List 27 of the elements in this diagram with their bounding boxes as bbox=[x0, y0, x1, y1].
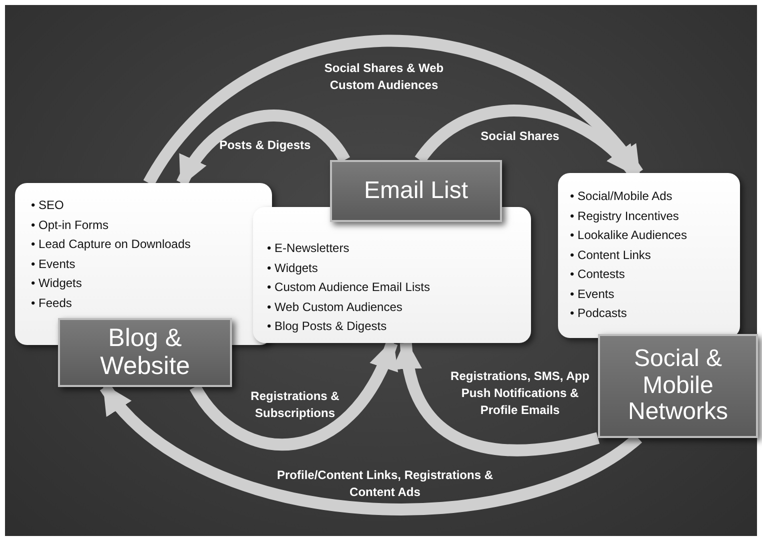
bullet-item: • Events bbox=[570, 286, 616, 302]
bullet-item: • Social/Mobile Ads bbox=[570, 188, 674, 205]
bullet-item: • Widgets bbox=[267, 260, 319, 276]
bullet-item: • Web Custom Audiences bbox=[267, 298, 404, 316]
bullet-item: • Contests bbox=[570, 266, 626, 283]
edge-label: Profile/Content Links, Registrations & Content Ads bbox=[276, 467, 494, 501]
title-label: Blog & Website bbox=[58, 318, 232, 387]
bullet-item: • Lead Capture on Downloads bbox=[31, 236, 191, 253]
bullet-item: • Feeds bbox=[31, 294, 73, 312]
bullet-item: • Content Links bbox=[570, 246, 652, 264]
title-label: Email List bbox=[330, 160, 502, 222]
edge-label: Registrations, SMS, App Push Notifications & Profile Emails bbox=[450, 368, 590, 419]
title-label: Social & Mobile Networks bbox=[598, 334, 758, 438]
bullet-item: • Custom Audience Email Lists bbox=[267, 279, 430, 296]
edge-label: Social Shares & Web Custom Audiences bbox=[323, 60, 445, 94]
bullet-item: • Registry Incentives bbox=[570, 208, 680, 224]
bullet-item: • Blog Posts & Digests bbox=[267, 318, 388, 335]
bullet-item: • SEO bbox=[31, 197, 65, 214]
bullet-item: • E-Newsletters bbox=[267, 240, 350, 257]
edge-label: Social Shares bbox=[480, 128, 560, 145]
bullet-item: • Events bbox=[31, 256, 76, 272]
edge-label: Posts & Digests bbox=[218, 137, 312, 154]
bullet-item: • Lookalike Audiences bbox=[570, 227, 687, 244]
bullet-item: • Opt-in Forms bbox=[31, 216, 110, 234]
bullet-item: • Widgets bbox=[31, 275, 83, 292]
bullet-item: • Podcasts bbox=[570, 305, 628, 322]
edge-label: Registrations & Subscriptions bbox=[250, 388, 340, 422]
